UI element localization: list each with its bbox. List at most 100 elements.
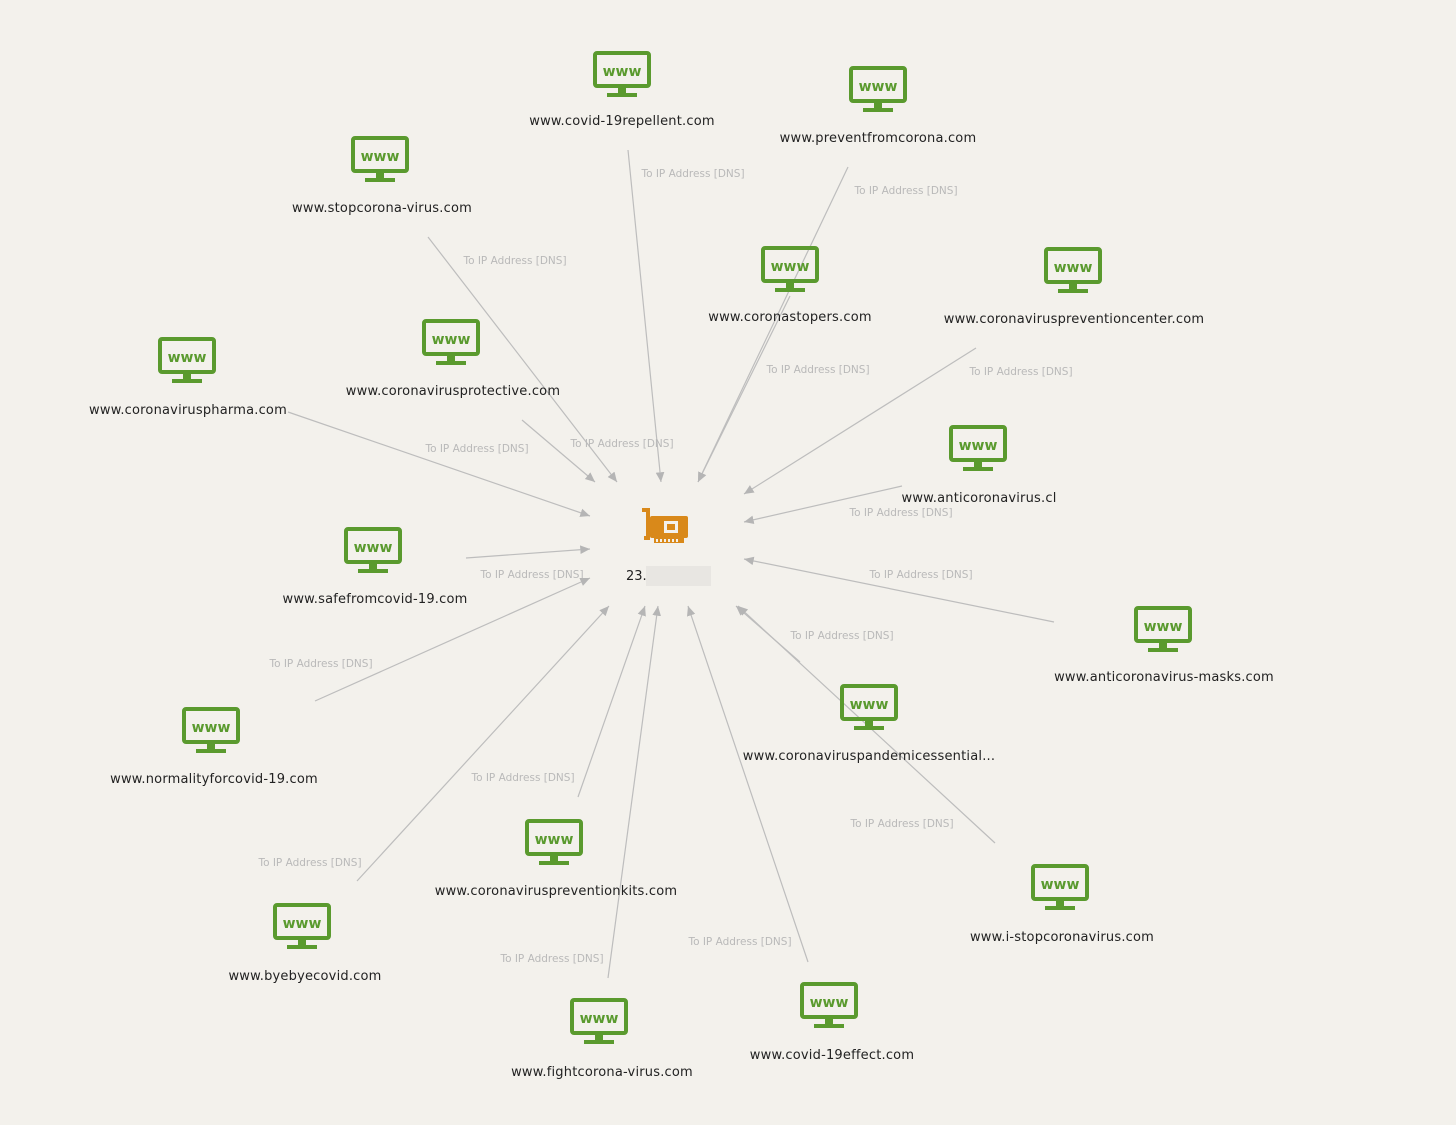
- edge-label: To IP Address [DNS]: [789, 630, 893, 642]
- node-anticoronavirus-cl[interactable]: www www.anticoronavirus.cl: [901, 425, 1056, 506]
- edge-line-safefromcovid-19[interactable]: [465, 545, 591, 559]
- www-monitor-icon: www: [593, 51, 651, 97]
- node-fightcorona-virus[interactable]: www www.fightcorona-virus.com: [511, 998, 693, 1080]
- hub-node[interactable]: 23.: [626, 508, 711, 586]
- www-icon-text: www: [810, 995, 849, 1011]
- node-byebyecovid[interactable]: www www.byebyecovid.com: [228, 903, 381, 984]
- node-label: www.covid-19repellent.com: [529, 114, 715, 129]
- edge-label: To IP Address [DNS]: [765, 364, 869, 376]
- edge-label: To IP Address [DNS]: [640, 168, 744, 180]
- www-monitor-icon: www: [570, 998, 628, 1044]
- node-label: www.fightcorona-virus.com: [511, 1065, 693, 1080]
- node-safefromcovid-19[interactable]: www www.safefromcovid-19.com: [283, 527, 468, 607]
- www-icon-text: www: [850, 697, 889, 713]
- edge-label: To IP Address [DNS]: [569, 438, 673, 450]
- edge-label: To IP Address [DNS]: [687, 936, 791, 948]
- edge-label: To IP Address [DNS]: [470, 772, 574, 784]
- www-icon-text: www: [283, 916, 322, 932]
- www-monitor-icon: www: [182, 707, 240, 753]
- node-anticoronavirus-masks[interactable]: www www.anticoronavirus-masks.com: [1054, 606, 1274, 685]
- www-monitor-icon: www: [273, 903, 331, 949]
- www-monitor-icon: www: [800, 982, 858, 1028]
- edge-line-preventfromcorona[interactable]: [697, 166, 849, 483]
- www-monitor-icon: www: [525, 819, 583, 865]
- www-icon-text: www: [192, 720, 231, 736]
- node-label: www.anticoronavirus-masks.com: [1054, 670, 1274, 685]
- edge-line-stopcorona-virus[interactable]: [427, 236, 618, 483]
- edge-line-coronaviruspreventionkits[interactable]: [577, 605, 646, 798]
- www-monitor-icon: www: [158, 337, 216, 383]
- node-normalityforcovid-19[interactable]: www www.normalityforcovid-19.com: [110, 707, 318, 787]
- www-icon-text: www: [168, 350, 207, 366]
- node-label: www.normalityforcovid-19.com: [110, 772, 318, 787]
- node-covid-19effect[interactable]: www www.covid-19effect.com: [750, 982, 914, 1063]
- www-monitor-icon: www: [422, 319, 480, 365]
- www-monitor-icon: www: [1134, 606, 1192, 652]
- www-monitor-icon: www: [949, 425, 1007, 471]
- edge-line-covid-19repellent[interactable]: [627, 149, 665, 483]
- node-stopcorona-virus[interactable]: www www.stopcorona-virus.com: [292, 136, 472, 216]
- edge-label: To IP Address [DNS]: [499, 953, 603, 965]
- www-monitor-icon: www: [351, 136, 409, 182]
- edge-line-anticoronavirus-masks[interactable]: [743, 556, 1055, 623]
- node-coronastopers[interactable]: www www.coronastopers.com: [708, 246, 872, 325]
- network-card-icon: [642, 508, 688, 543]
- node-label: www.preventfromcorona.com: [780, 131, 977, 146]
- edge-label: To IP Address [DNS]: [853, 185, 957, 197]
- edge-label: To IP Address [DNS]: [848, 507, 952, 519]
- node-label: www.i-stopcoronavirus.com: [970, 930, 1154, 945]
- www-icon-text: www: [603, 64, 642, 80]
- www-icon-text: www: [432, 332, 471, 348]
- www-icon-text: www: [535, 832, 574, 848]
- edge-line-normalityforcovid-19[interactable]: [314, 577, 591, 702]
- edge-label: To IP Address [DNS]: [268, 658, 372, 670]
- edge-line-coronastopers[interactable]: [697, 295, 791, 483]
- node-coronaviruspreventioncenter[interactable]: www www.coronaviruspreventioncenter.com: [944, 247, 1205, 327]
- edge-line-anticoronavirus-cl[interactable]: [743, 485, 903, 525]
- node-i-stopcoronavirus[interactable]: www www.i-stopcoronavirus.com: [970, 864, 1154, 945]
- edge-label: To IP Address [DNS]: [849, 818, 953, 830]
- edge-label: To IP Address [DNS]: [968, 366, 1072, 378]
- www-icon-text: www: [1041, 877, 1080, 893]
- edge-label: To IP Address [DNS]: [462, 255, 566, 267]
- www-monitor-icon: www: [761, 246, 819, 292]
- node-coronaviruspandemicessential[interactable]: www www.coronaviruspandemicessential...: [743, 684, 995, 764]
- www-monitor-icon: www: [849, 66, 907, 112]
- node-label: www.coronavirusprotective.com: [346, 384, 560, 399]
- www-icon-text: www: [361, 149, 400, 165]
- node-label: www.coronaviruspreventioncenter.com: [944, 312, 1205, 327]
- nodes-layer: www www.covid-19repellent.com www www.preve…: [89, 51, 1274, 1080]
- node-label: www.byebyecovid.com: [228, 969, 381, 984]
- node-covid-19repellent[interactable]: www www.covid-19repellent.com: [529, 51, 715, 129]
- edges-layer: To IP Address [DNS] To IP Address [DNS] To…: [257, 149, 1073, 979]
- edge-label: To IP Address [DNS]: [257, 857, 361, 869]
- www-icon-text: www: [580, 1011, 619, 1027]
- node-label: www.coronaviruspandemicessential...: [743, 749, 995, 764]
- www-monitor-icon: www: [1044, 247, 1102, 293]
- edge-line-coronaviruspharma[interactable]: [287, 411, 591, 517]
- www-monitor-icon: www: [1031, 864, 1089, 910]
- node-label: www.coronastopers.com: [708, 310, 871, 325]
- node-label: www.stopcorona-virus.com: [292, 201, 472, 216]
- edge-line-covid-19effect[interactable]: [687, 605, 809, 963]
- edge-line-byebyecovid[interactable]: [356, 605, 610, 882]
- edge-line-coronavirusprotective[interactable]: [521, 419, 596, 483]
- node-preventfromcorona[interactable]: www www.preventfromcorona.com: [780, 66, 977, 146]
- hub-ip-label: 23.: [626, 569, 647, 584]
- node-coronavirusprotective[interactable]: www www.coronavirusprotective.com: [346, 319, 560, 399]
- www-monitor-icon: www: [840, 684, 898, 730]
- edge-line-coronaviruspreventioncenter[interactable]: [743, 347, 977, 495]
- node-label: www.safefromcovid-19.com: [283, 592, 468, 607]
- node-label: www.anticoronavirus.cl: [901, 491, 1056, 506]
- www-icon-text: www: [771, 259, 810, 275]
- edge-label: To IP Address [DNS]: [479, 569, 583, 581]
- www-icon-text: www: [859, 79, 898, 95]
- node-label: www.covid-19effect.com: [750, 1048, 914, 1063]
- edge-line-fightcorona-virus[interactable]: [607, 605, 661, 979]
- www-icon-text: www: [1144, 619, 1183, 635]
- www-icon-text: www: [354, 540, 393, 556]
- www-monitor-icon: www: [344, 527, 402, 573]
